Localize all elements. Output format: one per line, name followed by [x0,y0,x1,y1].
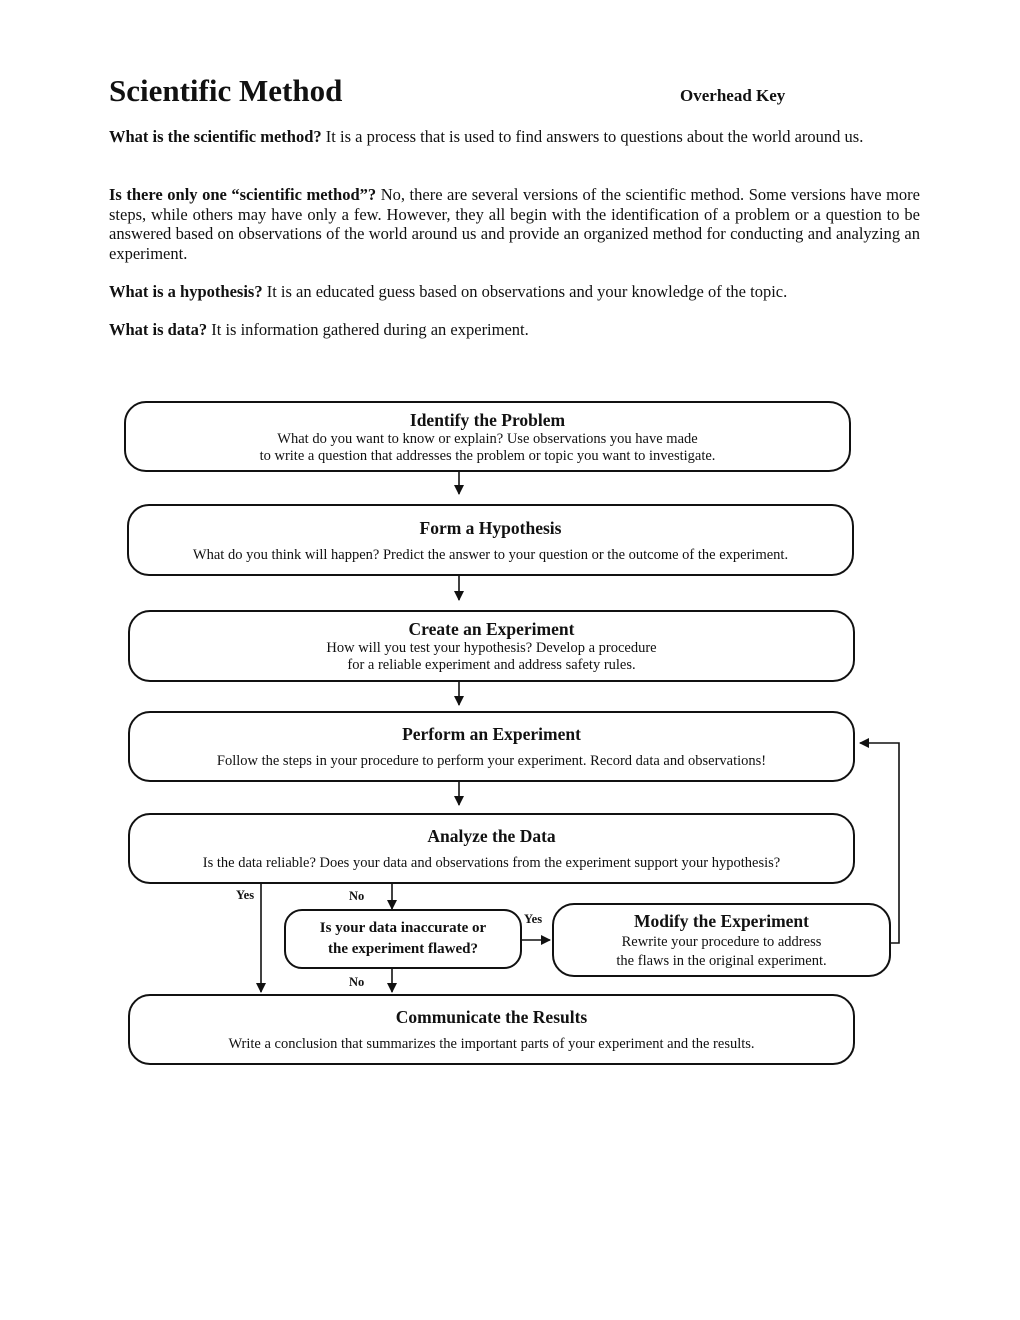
label-no-not-flawed: No [349,975,365,989]
label-no-unreliable: No [349,889,365,903]
step-title: Modify the Experiment [634,911,809,931]
step-description: Rewrite your procedure to address [621,934,822,950]
step-description: What do you want to know or explain? Use… [277,430,698,447]
answer: It is information gathered during an exp… [207,320,529,339]
qa-scientific-method: What is the scientific method? It is a p… [109,127,920,147]
step-analyze-data: Analyze the Data Is the data reliable? D… [128,813,855,884]
step-title: Communicate the Results [395,1007,588,1027]
step-create-experiment: Create an Experiment How will you test y… [128,610,855,682]
step-perform-experiment: Perform an Experiment Follow the steps i… [128,711,855,782]
step-modify-experiment: Modify the Experiment Rewrite your proce… [552,903,891,977]
decision-data-flawed: Is your data inaccurate or the experimen… [284,909,522,969]
arrow-modify-to-perform [859,738,900,944]
step-communicate-results: Communicate the Results Write a conclusi… [128,994,855,1065]
answer: It is an educated guess based on observa… [262,282,788,301]
step-title: Analyze the Data [427,826,556,846]
step-form-hypothesis: Form a Hypothesis What do you think will… [127,504,854,576]
step-title: Perform an Experiment [402,724,581,744]
question: Is there only one “scientific method”? [109,185,377,204]
step-title: Form a Hypothesis [419,517,562,538]
question: What is the scientific method? [109,127,322,146]
step-title: Identify the Problem [409,409,566,430]
qa-only-one-method: Is there only one “scientific method”? N… [109,185,920,263]
page-title: Scientific Method [109,73,343,108]
step-description: the flaws in the original experiment. [616,953,827,969]
label-yes-flawed: Yes [524,912,543,926]
qa-data: What is data? It is information gathered… [109,320,920,340]
decision-text: Is your data inaccurate or [319,920,487,936]
answer: No, there are several versions of the sc… [109,185,920,263]
answer: It is a process that is used to find ans… [321,127,864,146]
step-description: to write a question that addresses the p… [259,447,716,464]
step-description: How will you test your hypothesis? Devel… [326,640,657,656]
step-description: Is the data reliable? Does your data and… [202,855,781,871]
step-identify-problem: Identify the Problem What do you want to… [124,401,851,472]
qa-hypothesis: What is a hypothesis? It is an educated … [109,282,920,302]
step-description: What do you think will happen? Predict t… [192,546,789,563]
step-description: Write a conclusion that summarizes the i… [228,1036,755,1052]
question: What is data? [109,320,208,339]
question: What is a hypothesis? [109,282,263,301]
decision-text: the experiment flawed? [328,941,478,957]
step-description: for a reliable experiment and address sa… [347,657,636,673]
step-title: Create an Experiment [408,619,575,639]
label-yes-reliable: Yes [236,888,255,902]
overhead-key-label: Overhead Key [680,86,786,105]
step-description: Follow the steps in your procedure to pe… [216,753,767,769]
